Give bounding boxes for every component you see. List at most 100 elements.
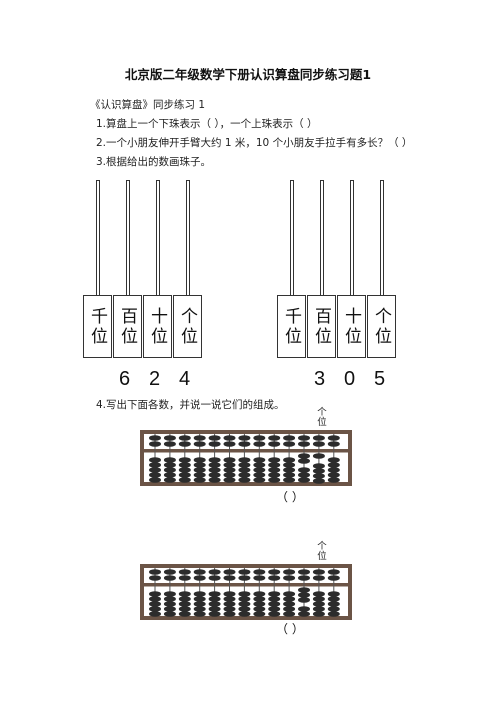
abacus-bead	[268, 462, 281, 468]
abacus-bead	[223, 435, 236, 441]
abacus-bead	[149, 611, 161, 617]
abacus-bead	[238, 472, 251, 478]
abacus-bead	[193, 467, 206, 473]
abacus-bead	[298, 587, 310, 593]
abacus-bead	[208, 435, 221, 441]
target-digit-ones: 4	[179, 368, 191, 390]
abacus-bead	[327, 569, 340, 575]
abacus-bead	[268, 596, 281, 602]
question-1: 1.算盘上一个下珠表示（ ），一个上珠表示（ ）	[96, 118, 318, 130]
abacus-bead	[149, 467, 161, 473]
abacus-bead	[149, 596, 161, 602]
abacus-bead	[208, 441, 221, 447]
abacus-bead	[223, 477, 236, 483]
rod-ones	[186, 180, 190, 295]
place-box-ones: 个位	[173, 295, 202, 358]
abacus-bead	[283, 591, 296, 597]
abacus-bead	[149, 462, 161, 468]
rod-tens	[350, 180, 354, 295]
abacus-bead	[312, 611, 325, 617]
abacus-bead	[327, 435, 340, 441]
place-box-thousands: 千位	[277, 295, 306, 358]
abacus-bead	[223, 462, 236, 468]
abacus-bead	[208, 611, 221, 617]
abacus-bead	[268, 457, 281, 463]
abacus-bead	[163, 591, 176, 597]
abacus-bead	[268, 435, 281, 441]
ones-column-label: 个位	[317, 541, 327, 562]
abacus-bead	[298, 441, 310, 447]
abacus-bead	[298, 477, 310, 483]
abacus-bead	[253, 591, 266, 597]
abacus-bead	[327, 477, 340, 483]
abacus-bead	[253, 606, 266, 612]
abacus-bead	[178, 606, 191, 612]
abacus-bead	[223, 596, 236, 602]
abacus-bead	[223, 441, 236, 447]
answer-blank-2[interactable]: （ ）	[276, 622, 304, 636]
abacus-bead	[163, 596, 176, 602]
abacus-bead	[163, 569, 176, 575]
abacus-bead	[208, 601, 221, 607]
abacus-bead	[178, 601, 191, 607]
abacus-bead	[312, 601, 325, 607]
abacus-bead	[238, 601, 251, 607]
abacus-bead	[223, 611, 236, 617]
abacus-bead	[149, 472, 161, 478]
abacus-bead	[298, 575, 310, 581]
rod-ones	[380, 180, 384, 295]
abacus-bead	[298, 592, 310, 598]
abacus-bead	[163, 435, 176, 441]
abacus-bead	[149, 606, 161, 612]
place-box-thousands: 千位	[83, 295, 112, 358]
abacus-bead	[223, 591, 236, 597]
page-title: 北京版二年级数学下册认识算盘同步练习题1	[124, 67, 372, 82]
abacus-bead	[208, 569, 221, 575]
abacus-bead	[193, 472, 206, 478]
answer-blank-1[interactable]: （ ）	[276, 490, 304, 504]
abacus-bead	[193, 611, 206, 617]
target-digit-hundreds: 3	[314, 368, 326, 390]
abacus-bead	[312, 463, 325, 469]
question-3: 3.根据给出的数画珠子。	[96, 156, 212, 168]
abacus-bead	[312, 596, 325, 602]
abacus-bead	[208, 467, 221, 473]
abacus-bead	[178, 596, 191, 602]
abacus-bead	[312, 591, 325, 597]
abacus-bead	[178, 441, 191, 447]
abacus-bead	[178, 462, 191, 468]
abacus-bead	[327, 591, 340, 597]
abacus-bead	[312, 473, 325, 479]
abacus-bead	[149, 569, 161, 575]
abacus-bead	[253, 601, 266, 607]
abacus-bead	[238, 575, 251, 581]
abacus-bead	[283, 606, 296, 612]
abacus-bead	[193, 441, 206, 447]
abacus-bead	[268, 601, 281, 607]
abacus-bead	[149, 435, 161, 441]
target-digit-hundreds: 6	[119, 368, 131, 390]
abacus-bead	[178, 569, 191, 575]
abacus-bead	[312, 606, 325, 612]
abacus-bead	[208, 472, 221, 478]
abacus-bead	[298, 472, 310, 478]
abacus-bead	[223, 601, 236, 607]
place-box-tens: 十位	[337, 295, 366, 358]
abacus-bead	[312, 478, 325, 484]
place-box-hundreds: 百位	[307, 295, 336, 358]
abacus-bead	[238, 441, 251, 447]
abacus-bead	[149, 591, 161, 597]
abacus-bead	[238, 457, 251, 463]
abacus-bead	[298, 467, 310, 473]
abacus-bead	[268, 575, 281, 581]
abacus-bead	[238, 591, 251, 597]
abacus-bead	[163, 441, 176, 447]
abacus-bead	[208, 596, 221, 602]
abacus-bead	[193, 462, 206, 468]
abacus-bead	[327, 575, 340, 581]
abacus-bead	[298, 458, 310, 464]
abacus-bead	[312, 468, 325, 474]
abacus-bead	[193, 601, 206, 607]
abacus-bead	[327, 441, 340, 447]
abacus-bead	[283, 575, 296, 581]
